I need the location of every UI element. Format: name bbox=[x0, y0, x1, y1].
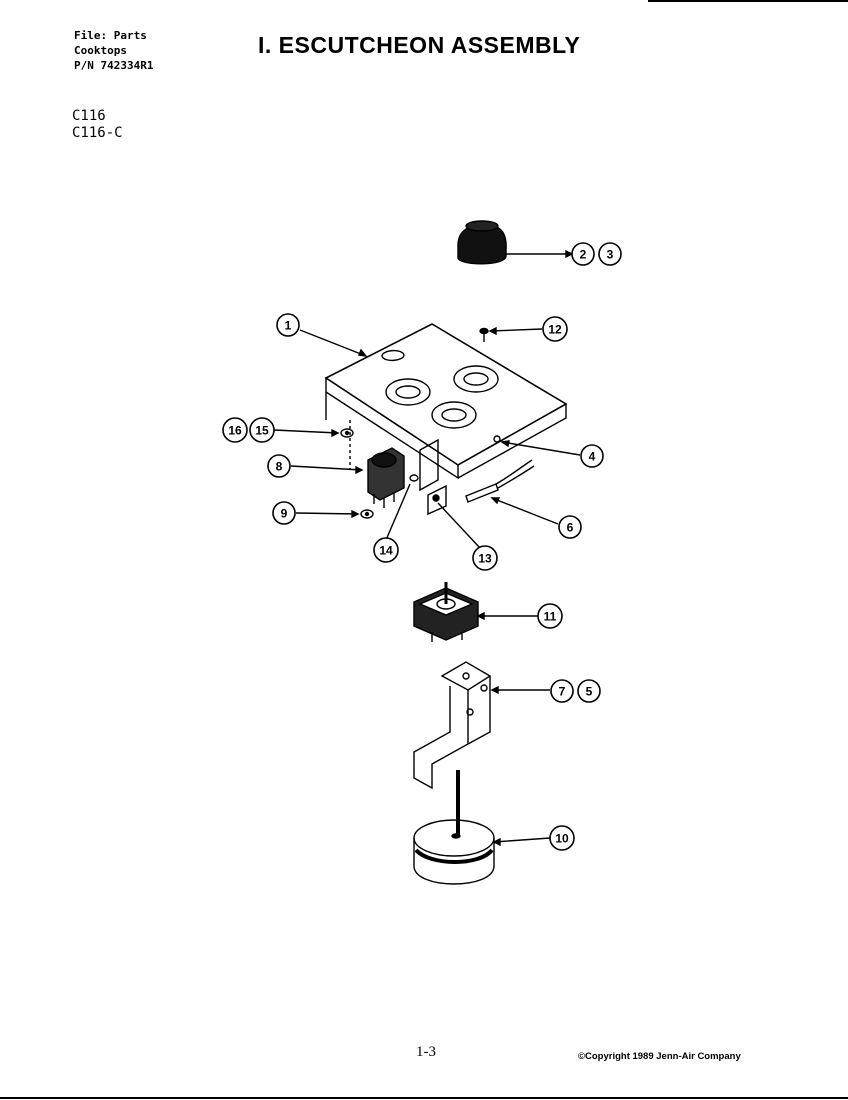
callout-label: 1 bbox=[285, 319, 292, 333]
callout-15: 15 bbox=[249, 417, 275, 443]
callout-label: 12 bbox=[548, 323, 562, 337]
callout-10: 10 bbox=[549, 825, 575, 851]
callout-label: 13 bbox=[478, 552, 492, 566]
callout-label: 10 bbox=[555, 832, 569, 846]
callout-16: 16 bbox=[222, 417, 248, 443]
callout-label: 3 bbox=[607, 248, 614, 262]
top-rule bbox=[648, 0, 848, 2]
callout-11: 11 bbox=[537, 603, 563, 629]
model-item: C116-C bbox=[72, 125, 123, 141]
callout-7: 7 bbox=[550, 679, 574, 703]
callout-label: 8 bbox=[276, 460, 283, 474]
bottom-rule bbox=[0, 1097, 848, 1099]
callout-label: 15 bbox=[255, 424, 269, 438]
callout-13: 13 bbox=[472, 545, 498, 571]
callout-2: 2 bbox=[571, 242, 595, 266]
callout-9: 9 bbox=[272, 501, 296, 525]
callout-label: 7 bbox=[559, 685, 566, 699]
callout-3: 3 bbox=[598, 242, 622, 266]
wire-harness-part bbox=[465, 459, 535, 503]
model-item: C116 bbox=[72, 108, 106, 124]
callout-14: 14 bbox=[373, 537, 399, 563]
callout-label: 5 bbox=[586, 685, 593, 699]
knob-part bbox=[457, 220, 507, 265]
callout-6: 6 bbox=[558, 515, 582, 539]
callout-4: 4 bbox=[580, 444, 604, 468]
callout-1: 1 bbox=[276, 313, 300, 337]
callout-label: 11 bbox=[544, 610, 557, 624]
washer-part bbox=[409, 474, 419, 482]
callout-label: 14 bbox=[379, 544, 393, 558]
page-title: I. ESCUTCHEON ASSEMBLY bbox=[258, 32, 581, 58]
timer-motor-part bbox=[413, 770, 495, 885]
callout-label: 9 bbox=[281, 507, 288, 521]
copyright-notice: ©Copyright 1989 Jenn-Air Company bbox=[578, 1051, 741, 1062]
switch-part bbox=[367, 447, 405, 508]
file-header: File: Parts Cooktops P/N 742334R1 bbox=[74, 28, 153, 73]
screw-part bbox=[432, 494, 440, 502]
callout-label: 4 bbox=[589, 450, 596, 464]
escutcheon-panel bbox=[324, 323, 568, 516]
file-line: File: Parts bbox=[74, 29, 147, 42]
callout-label: 6 bbox=[567, 521, 574, 535]
infinite-switch-part bbox=[413, 582, 479, 642]
model-list: C116 C116-C bbox=[72, 108, 123, 142]
callout-label: 2 bbox=[580, 248, 587, 262]
callout-8: 8 bbox=[267, 454, 291, 478]
callout-5: 5 bbox=[577, 679, 601, 703]
callout-label: 16 bbox=[228, 424, 242, 438]
callout-12: 12 bbox=[542, 316, 568, 342]
part-number-line: P/N 742334R1 bbox=[74, 59, 154, 72]
nut-part bbox=[360, 509, 374, 519]
category-line: Cooktops bbox=[74, 44, 127, 57]
screw-part bbox=[479, 327, 489, 342]
mounting-bracket-part bbox=[413, 661, 492, 790]
nut-part bbox=[340, 428, 354, 438]
page-number: 1-3 bbox=[416, 1044, 436, 1060]
